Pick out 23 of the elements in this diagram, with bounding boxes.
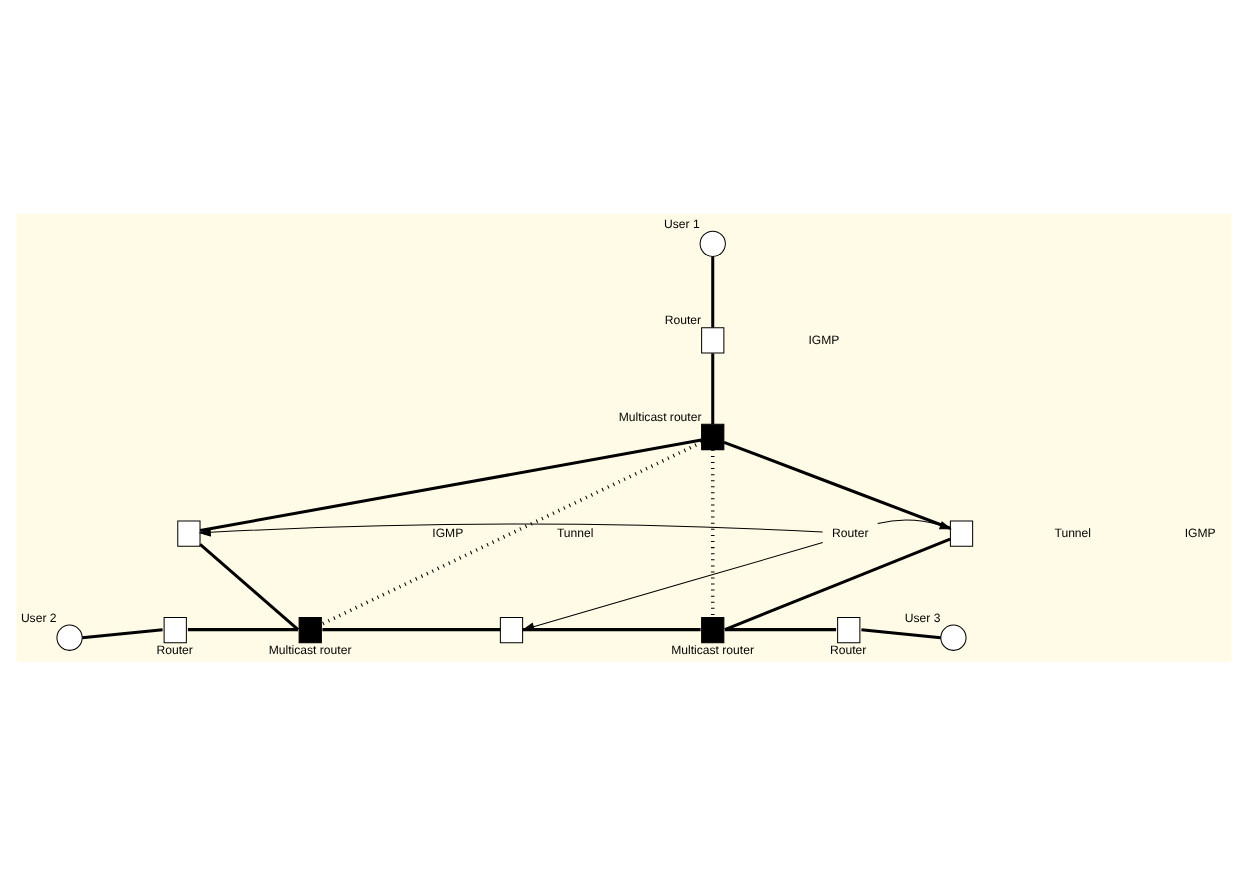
connector [522,628,701,632]
arrow [198,523,824,537]
connector [711,256,715,328]
node-circle [940,624,967,651]
connector [724,537,951,632]
connector [723,440,951,530]
connector [322,628,501,632]
arrow [877,519,952,530]
connector [320,440,703,626]
connector [187,628,299,632]
node-circle [56,624,83,651]
connector [199,543,300,631]
node-box [177,520,201,547]
node-box [701,327,725,354]
node-circle [699,230,726,257]
connector [711,353,715,425]
connector [82,628,163,640]
connector [710,449,715,618]
connector [199,438,702,532]
connector [861,628,941,640]
node-box [949,520,974,547]
connector [724,628,837,632]
node-box [701,423,725,451]
